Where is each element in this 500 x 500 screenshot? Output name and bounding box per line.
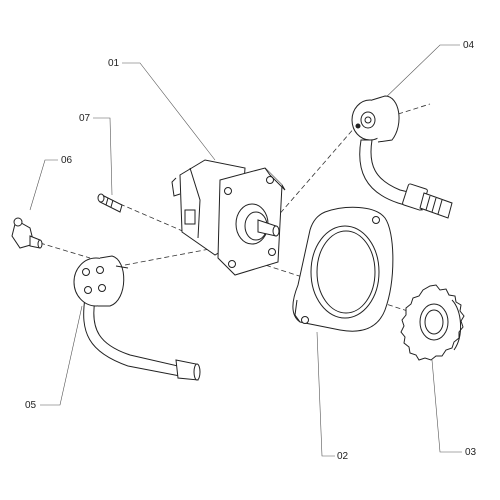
gear-pump-01 (171, 159, 286, 276)
flange-bolt-hole-bottom-right (268, 248, 276, 256)
leader-03 (431, 359, 462, 453)
leader-05 (40, 305, 83, 406)
axis-line-middle (124, 247, 216, 266)
callout-01: 01 (108, 58, 120, 69)
flange-bolt-hole-top-left (224, 187, 232, 195)
bolt-07 (97, 193, 123, 213)
leader-04 (377, 44, 460, 106)
callout-labels: 01 04 07 06 05 02 03 (25, 40, 477, 462)
callout-02: 02 (337, 451, 349, 462)
fitting-06 (11, 217, 43, 249)
leader-02 (316, 331, 335, 457)
callout-04: 04 (463, 40, 475, 51)
pipe-04-barbs (419, 192, 453, 219)
flange-bolt-hole-top-right (266, 176, 274, 184)
block-04-body (371, 95, 400, 143)
plate-02-hole-top (372, 216, 380, 224)
callout-06: 06 (61, 155, 73, 166)
leader-06 (29, 159, 58, 211)
fitting-pipe-04 (351, 95, 453, 219)
axis-line-bolt (119, 203, 216, 246)
axis-line-left (39, 242, 91, 259)
leader-01 (122, 62, 216, 161)
callout-03: 03 (465, 447, 477, 458)
mounting-plate-02 (292, 206, 394, 332)
leader-lines (29, 44, 462, 457)
plate-02-hole-bottom (301, 316, 309, 324)
pipe-05 (83, 297, 181, 377)
axis-line-upper (269, 125, 357, 226)
callout-07: 07 (79, 113, 91, 124)
gear-03 (400, 284, 465, 361)
cover-pipe-05 (73, 255, 201, 381)
callout-05: 05 (25, 400, 37, 411)
flange-bolt-hole-bottom-left (228, 260, 236, 268)
leader-07 (93, 117, 113, 196)
